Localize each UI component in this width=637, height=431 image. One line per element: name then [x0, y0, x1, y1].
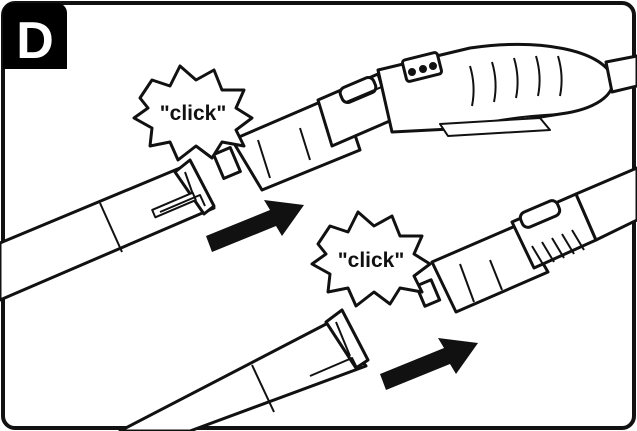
burst-icon [132, 64, 254, 162]
click-label-upper: "click" [160, 102, 227, 125]
step-letter: D [16, 12, 54, 70]
lower-tube-icon [118, 308, 370, 431]
step-badge: D [3, 3, 67, 70]
burst-icon [310, 210, 432, 308]
click-callout-upper: "click" [132, 64, 254, 162]
arrow-icon-upper [206, 200, 304, 252]
click-callout-lower: "click" [310, 210, 432, 308]
arrow-icon-lower [380, 338, 478, 390]
upper-tube-icon [0, 158, 216, 302]
connector-icon [414, 166, 637, 314]
click-label-lower: "click" [338, 249, 405, 272]
handle-icon [212, 42, 637, 192]
